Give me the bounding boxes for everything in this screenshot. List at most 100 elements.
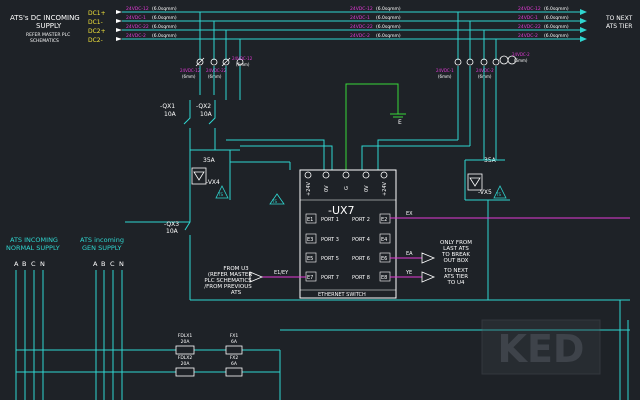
power-pin-label-4: 0V [364, 185, 370, 192]
power-pin-label-2: 0V [324, 185, 330, 192]
only-from-3: TO BREAK [441, 252, 470, 258]
from-u3-5: ATS [231, 290, 242, 296]
normal-phase-b: B [22, 260, 26, 268]
mid-size-4: (6.0sqmm) [376, 33, 401, 39]
fdlx2-body [175, 367, 195, 377]
supply-title-1: ATS's DC INCOMING [10, 14, 80, 22]
vx4-tri-label: TS [217, 192, 223, 197]
port-box-e3 [305, 233, 317, 244]
cable-size-2: (6.0sqmm) [152, 15, 177, 21]
fuse-tag-r2-size: (6mm) [478, 74, 492, 79]
right-fuse-group [454, 55, 517, 66]
qx3-rating: 10A [166, 228, 179, 235]
fdlx2-rating: 20A [181, 361, 191, 367]
qx3-name: -QX3 [164, 221, 179, 228]
vx4-device [191, 167, 229, 199]
port-tag-e6: E6 [381, 256, 387, 262]
normal-supply-1: ATS INCOMING [10, 236, 58, 244]
cable-size-3: (6.0sqmm) [152, 24, 177, 30]
switch-tri-label: TS [271, 199, 277, 204]
normal-phase-a: A [14, 260, 19, 268]
vx5-device [467, 173, 507, 199]
right-verticals [619, 300, 629, 400]
dc-terminal-2: DC1- [88, 19, 103, 26]
fuse-symbol-r4 [492, 58, 500, 66]
arrow-right-1 [580, 9, 587, 15]
port-tag-e2: E2 [381, 217, 387, 223]
to-next-3: TO U4 [447, 280, 465, 286]
port-label-5: PORT 5 [321, 256, 339, 262]
right-size-3: (6.0sqmm) [544, 24, 569, 30]
port-tag-e5: E5 [307, 256, 313, 262]
fuse-tag-r1: 24VDC-1 [436, 68, 454, 73]
vx4-triangle [215, 185, 229, 199]
dc-arrow-3 [116, 28, 122, 32]
watermark-text: KED [498, 327, 585, 371]
port-tag-e1: E1 [307, 217, 313, 223]
dc-bus-group [122, 11, 580, 60]
supply-ref-1: REFER MASTER PLC [26, 32, 70, 38]
dc-arrow-2 [116, 19, 122, 23]
cable-size-1: (6.0sqmm) [152, 6, 177, 12]
watermark-box [481, 319, 601, 375]
port-box-e1 [305, 213, 317, 224]
signal-ye-arrow [421, 271, 436, 283]
right-tag-1: 24VDC-12 [518, 6, 541, 12]
fx2-body [225, 367, 243, 377]
right-tag-3: 24VDC-22 [518, 24, 541, 30]
port-labels: E1 PORT 1 E3 PORT 3 E5 PORT 5 E7 PORT 7 … [307, 217, 387, 281]
to-next-2: ATS TIER [444, 274, 468, 280]
mid-size-3: (6.0sqmm) [376, 24, 401, 30]
qx2-contact [208, 100, 216, 125]
fuse-tag-r3-size: (6mm) [514, 58, 528, 63]
port-tag-e4: E4 [381, 237, 387, 243]
gen-phase-n: N [119, 260, 124, 268]
fuse-symbol-r3 [480, 58, 488, 66]
mid-tag-4: 24VDC-2 [350, 33, 370, 39]
qx1-name: -QX1 [160, 103, 175, 110]
fuse-symbol-l2 [210, 58, 218, 66]
power-pin-circle-4 [362, 171, 370, 179]
switch-power-wires [226, 66, 510, 300]
fuse-symbol-l1 [196, 58, 204, 66]
phase-wires [15, 221, 155, 400]
to-next-1: TO NEXT [443, 268, 469, 274]
right-tag-4: 24VDC-2 [518, 33, 538, 39]
signal-wires [262, 217, 630, 278]
cable-tag-1: 24VDC-12 [126, 6, 149, 12]
arrow-right-3 [580, 27, 587, 33]
incoming-labels: ATS INCOMING NORMAL SUPPLY ATS incoming … [6, 236, 124, 252]
fuse-symbol-r6 [507, 55, 517, 65]
fx1-rating: 6A [231, 339, 238, 345]
power-pin-circle-3 [342, 171, 350, 179]
dc-arrow-4 [116, 37, 122, 41]
gen-supply-2: GEN SUPPLY [82, 244, 122, 252]
port-tag-e8: E8 [381, 275, 387, 281]
from-u3-1: FROM U3 [223, 266, 249, 272]
from-u3-4: /FROM PREVIOUS [204, 284, 252, 290]
power-pin-circle-1 [304, 171, 312, 179]
cable-tag-2: 24VDC-1 [126, 15, 146, 21]
qx3-contact [184, 200, 191, 231]
fuse-slash-l3 [221, 57, 231, 67]
switch-tri-symbol [269, 193, 285, 205]
pw-0v1 [240, 145, 333, 170]
fuse-symbol-l3 [222, 58, 230, 66]
gen-phase-c: C [110, 260, 115, 268]
fx1-body [225, 345, 243, 355]
switch-name: -UX7 [328, 204, 355, 217]
power-pin-labels: +24V 0V G 0V +24V [306, 181, 388, 196]
note-to-next: TO NEXT ATS TIER TO U4 [443, 268, 469, 286]
fx1-name: FX1 [230, 333, 239, 339]
only-from-4: OUT BOX [444, 258, 469, 264]
bottom-fuses [175, 345, 243, 377]
dc-terminal-4: DC2- [88, 37, 103, 44]
port-label-6: PORT 6 [352, 256, 370, 262]
vx4-name: -VX4 [206, 179, 220, 186]
normal-supply-2: NORMAL SUPPLY [6, 244, 60, 252]
port-label-2: PORT 2 [352, 217, 370, 223]
left-fuse-group [195, 57, 244, 67]
vx5-box [467, 173, 483, 191]
to-next-tier-label-2: ATS TIER [606, 23, 632, 30]
vx5-tri-label: TS [495, 192, 501, 197]
